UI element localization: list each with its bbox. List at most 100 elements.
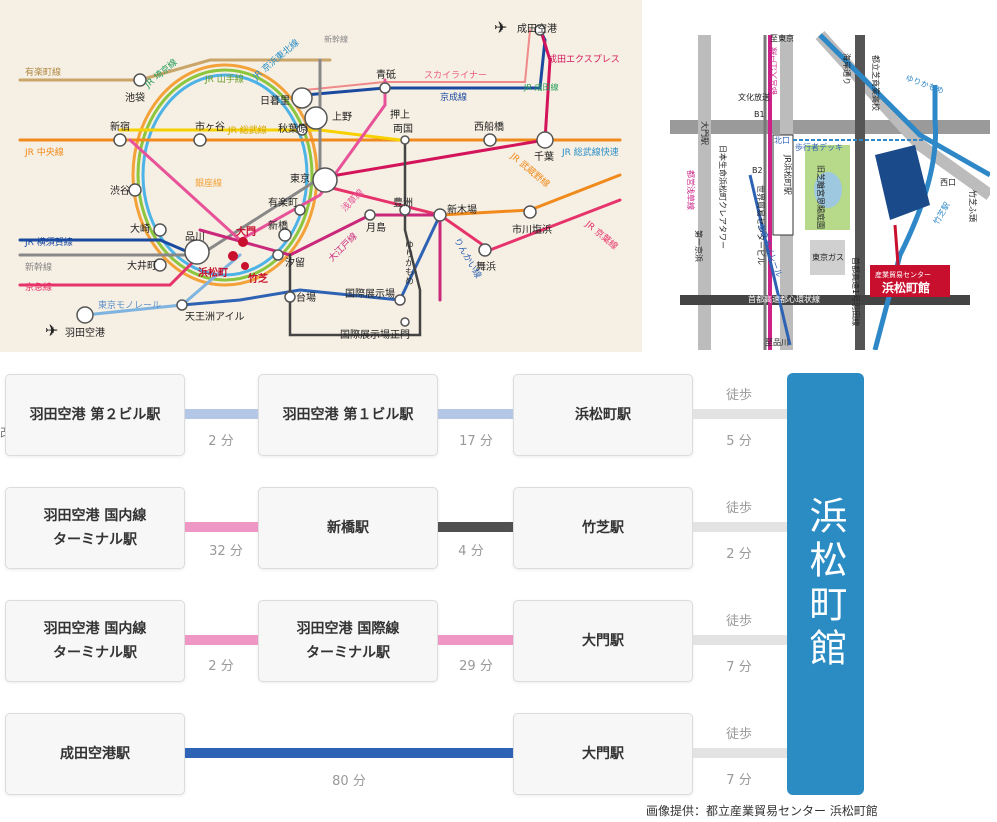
map-label: JR浜松町駅 — [783, 154, 793, 195]
walk-minutes: 2 分 — [726, 547, 752, 562]
station-label: 新木場 — [447, 203, 477, 216]
line-label: スカイライナー — [424, 70, 487, 81]
station-label: 国際展示場 — [345, 287, 395, 300]
map-label: 東京ガス — [812, 252, 844, 262]
station-label: 月島 — [366, 221, 386, 234]
line-label: 新幹線 — [25, 261, 52, 273]
station-label: 日暮里 — [260, 94, 290, 107]
line-label: 京急線 — [25, 281, 52, 293]
airplane-icon: ✈ — [45, 321, 58, 340]
route-segment — [185, 748, 513, 758]
walk-minutes: 7 分 — [726, 773, 752, 788]
map-label: 都営浅草線 — [686, 170, 696, 210]
map-label: 浜松町館 — [882, 280, 930, 295]
line-label: 成田エクスプレス — [548, 53, 620, 65]
route-segment — [438, 409, 513, 419]
line-label: 有楽町線 — [25, 66, 61, 78]
rinkai-line — [180, 213, 442, 307]
line-label: JR 京葉線 — [582, 217, 620, 252]
yokosuka-line — [18, 238, 197, 257]
segment-minutes: 17 分 — [459, 434, 493, 449]
map-label: 大門駅 — [700, 121, 710, 145]
image-credit: 画像提供：都立産業貿易センター 浜松町館 — [646, 804, 878, 818]
station-label: 青砥 — [376, 68, 396, 81]
station-label: 有楽町 — [268, 196, 298, 209]
station-label: 西船橋 — [474, 120, 504, 133]
station-label: 大崎 — [130, 222, 150, 235]
station-label: 汐留 — [285, 256, 305, 269]
station-label: 新橋 — [268, 219, 288, 232]
route-segment — [438, 635, 513, 645]
station-label-highlight: 大門 — [236, 225, 256, 238]
route-segment — [185, 635, 258, 645]
keikyu-line — [18, 258, 197, 287]
station-label: 舞浜 — [476, 261, 496, 273]
route-stop: 浜松町駅 — [513, 374, 693, 456]
line-label: JR 中央線 — [24, 146, 64, 158]
segment-minutes: 4 分 — [458, 544, 484, 559]
destination-badge — [870, 265, 950, 297]
route-stop: 新橋駅 — [258, 487, 438, 569]
airplane-icon: ✈ — [494, 18, 507, 37]
walk-label: 徒歩 — [725, 727, 752, 742]
map-label: 北口 — [774, 136, 790, 145]
station-label: 渋谷 — [110, 184, 130, 197]
station-label: 台場 — [296, 291, 316, 304]
yurakucho-line — [18, 58, 332, 82]
line-label: 東京モノレール — [98, 299, 161, 311]
monorail-line — [748, 174, 792, 346]
route-stop: 羽田空港 国内線ターミナル駅 — [5, 487, 185, 569]
station-label: 品川 — [185, 231, 205, 243]
map-label: 至東京 — [770, 33, 794, 43]
walk-minutes: 5 分 — [726, 434, 752, 449]
segment-minutes: 2 分 — [208, 659, 234, 674]
route-stop: 羽田空港 第２ビル駅 — [5, 374, 185, 456]
station-label: 新宿 — [110, 120, 130, 133]
station-label: 大井町 — [127, 259, 157, 272]
station-label-highlight: 浜松町 — [198, 266, 228, 279]
segment-minutes: 2 分 — [208, 434, 234, 449]
route-stop: 羽田空港 国際線ターミナル駅 — [258, 600, 438, 682]
station-label: 押上 — [390, 108, 410, 121]
walk-segment — [693, 748, 787, 758]
station-label: 池袋 — [125, 91, 145, 104]
map-label: 産業貿易センター — [875, 270, 931, 279]
hamamatsucho-building — [875, 145, 930, 220]
map-label: 竹芝ふ頭 — [968, 190, 978, 222]
route-segment — [185, 409, 258, 419]
station-label: 国際展示場正門 — [340, 328, 410, 341]
segment-minutes: 80 分 — [332, 774, 366, 789]
rail-network-map: ✈ ✈ 成田空港 羽田空港 池袋 日暮里 青砥 新宿 市ヶ谷 秋葉原 上野 押上… — [0, 0, 642, 352]
skyliner-line — [304, 29, 531, 91]
map-label: 日本生命浜松町クレアタワー — [718, 145, 728, 249]
walk-segment — [693, 522, 787, 532]
asakusa-line — [128, 78, 387, 242]
walk-segment — [693, 635, 787, 645]
map-label: 首都高速1号羽田線 — [851, 257, 861, 326]
route-stop: 羽田空港 第１ビル駅 — [258, 374, 438, 456]
walk-label: 徒歩 — [725, 614, 752, 629]
expressway-loop — [680, 295, 970, 305]
expressway — [855, 35, 865, 350]
station-label: 豊洲 — [393, 196, 413, 209]
route-stop: 成田空港駅 — [5, 713, 185, 795]
map-label: 文化放送 — [738, 92, 770, 102]
map-label: B1 — [754, 110, 765, 119]
map-label: 世界貿易センタービル — [756, 185, 766, 265]
area-map: 至東京 都営大江戸線 海岸通り 都立芝商業高校 ゆりかもめ 文化放送 B1 大門… — [670, 25, 994, 351]
station-label: 成田空港 — [517, 22, 557, 35]
line-label: 京成線 — [440, 91, 467, 103]
station-label: 羽田空港 — [65, 326, 105, 339]
station-label: 両国 — [393, 123, 413, 135]
station-label: 市ヶ谷 — [195, 120, 225, 133]
yurikamome-line — [872, 85, 939, 351]
map-label: 西口 — [940, 178, 956, 187]
line-label: JR 成田線 — [523, 82, 558, 92]
line-label: JR 山手線 — [204, 73, 244, 85]
station-label: 東京 — [290, 172, 310, 185]
map-label: 海岸通り — [842, 53, 852, 85]
map-label: 歩行者デッキ — [795, 142, 843, 152]
map-label: 都立芝商業高校 — [871, 55, 881, 111]
keihin-line — [141, 73, 309, 277]
line-label: 新幹線 — [324, 34, 348, 44]
